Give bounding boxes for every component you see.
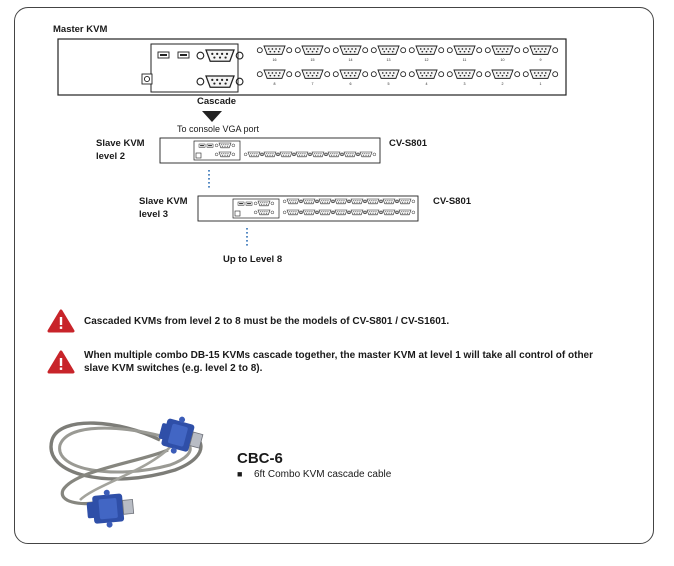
slave3-label-line2: level 3 xyxy=(139,209,169,220)
port-number-label: 1 xyxy=(540,82,542,86)
slave2-label-line2: level 2 xyxy=(96,151,126,162)
port-number-label: 7 xyxy=(312,82,314,86)
bullet-icon: ■ xyxy=(237,469,243,479)
port-number-label: 2 xyxy=(502,82,504,86)
power-icon xyxy=(141,73,153,85)
product-description: 6ft Combo KVM cascade cable xyxy=(254,469,392,480)
content-frame xyxy=(14,7,654,544)
port-number-label: 4 xyxy=(426,82,428,86)
port-number-label: 11 xyxy=(463,58,467,62)
master-kvm-label: Master KVM xyxy=(53,24,108,35)
port-number-label: 12 xyxy=(425,58,429,62)
product-name: CBC-6 xyxy=(237,450,283,467)
slave2-label-line1: Slave KVM xyxy=(96,138,145,149)
port-number-label: 9 xyxy=(540,58,542,62)
slave2-chassis xyxy=(159,137,381,164)
port-number-label: 15 xyxy=(311,58,315,62)
port-number-label: 14 xyxy=(349,58,353,62)
warning-text-2-line2: slave KVM switches (e.g. level 2 to 8). xyxy=(84,362,263,374)
port-number-label: 6 xyxy=(350,82,352,86)
slave3-label-line1: Slave KVM xyxy=(139,196,188,207)
port-number-label: 5 xyxy=(388,82,390,86)
port-number-label: 16 xyxy=(273,58,277,62)
port-number-label: 10 xyxy=(501,58,505,62)
cascade-label: Cascade xyxy=(197,96,237,107)
up-to-level-label: Up to Level 8 xyxy=(223,254,283,265)
master-ports-top: 16 15 14 13 12 11 10 9 xyxy=(257,46,557,62)
cascade-cable-image xyxy=(49,416,204,528)
console-vga-label: To console VGA port xyxy=(177,124,260,134)
slave2-model: CV-S801 xyxy=(389,138,428,149)
warning-text-1: Cascaded KVMs from level 2 to 8 must be … xyxy=(84,316,450,327)
cascade-arrow-icon xyxy=(202,111,222,122)
master-ports-bottom: 8 7 6 5 4 3 2 1 xyxy=(257,70,557,86)
port-number-label: 13 xyxy=(387,58,391,62)
port-number-label: 8 xyxy=(274,82,276,86)
warning-icon xyxy=(47,309,75,333)
slave3-model: CV-S801 xyxy=(433,196,472,207)
warning-text-2-line1: When multiple combo DB-15 KVMs cascade t… xyxy=(84,350,594,361)
warning-icon xyxy=(47,350,75,374)
port-number-label: 3 xyxy=(464,82,466,86)
